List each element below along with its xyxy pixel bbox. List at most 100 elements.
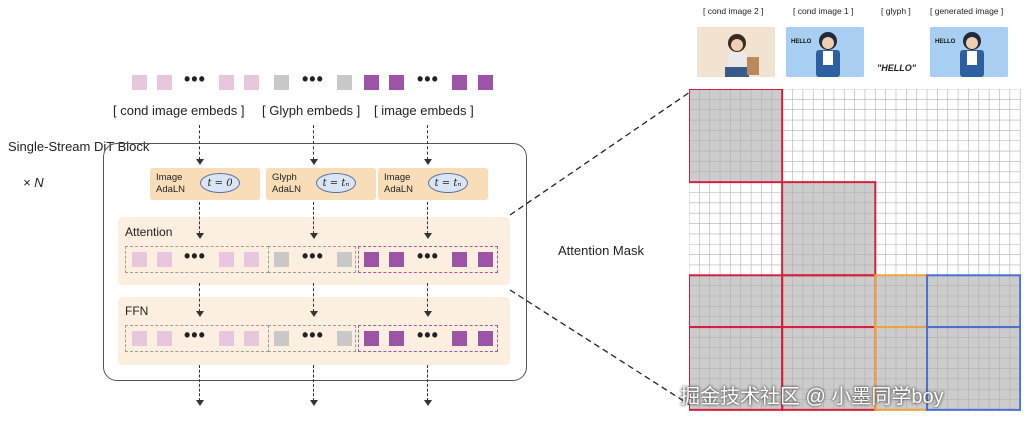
flow-arrow-line: [199, 202, 200, 234]
flow-arrowhead: [309, 159, 318, 165]
flow-arrowhead: [309, 400, 318, 406]
flow-arrow-line: [427, 125, 428, 160]
adaln-box-glyph: Glyph AdaLN t = tₙ: [266, 168, 376, 200]
token-square: [389, 252, 404, 267]
token-square: [364, 331, 379, 346]
image-embeds-label: [ image embeds ]: [374, 103, 474, 118]
token-square: [219, 252, 234, 267]
token-square: [157, 75, 172, 90]
cond-image-1-header: [ cond image 1 ]: [793, 6, 854, 16]
token-square: [452, 331, 467, 346]
hello-sign-text: HELLO: [791, 39, 812, 45]
token-square: [364, 252, 379, 267]
mask-block-outline: [926, 326, 1021, 411]
token-square: [452, 252, 467, 267]
ffn-panel: [118, 297, 510, 365]
token-square: [274, 252, 289, 267]
timestep-ellipse: t = tₙ: [316, 173, 356, 193]
adaln-box-cond: Image AdaLN t = 0: [150, 168, 260, 200]
token-square: [478, 331, 493, 346]
flow-arrowhead: [423, 400, 432, 406]
timestep-ellipse: t = 0: [200, 173, 240, 193]
flow-arrow-line: [199, 125, 200, 160]
ellipsis-dots: •••: [417, 246, 439, 266]
flow-arrowhead: [195, 400, 204, 406]
adaln-line1: Image: [156, 172, 183, 183]
hello-sign-text: HELLO: [935, 39, 956, 45]
flow-arrow-line: [427, 283, 428, 312]
flow-arrow-line: [313, 365, 314, 401]
token-square: [219, 331, 234, 346]
cond-image-1-thumbnail: HELLO: [786, 27, 864, 77]
glyph-header: [ glyph ]: [881, 6, 911, 16]
flow-arrow-line: [313, 125, 314, 160]
token-square: [219, 75, 234, 90]
token-square: [337, 331, 352, 346]
adaln-line1: Image: [384, 172, 411, 183]
token-square: [157, 252, 172, 267]
flow-arrowhead: [195, 159, 204, 165]
adaln-line2: AdaLN: [384, 184, 414, 195]
ellipsis-dots: •••: [417, 69, 439, 89]
flow-arrow-line: [199, 283, 200, 312]
token-square: [132, 75, 147, 90]
token-square: [244, 252, 259, 267]
glyph-hello-text: "HELLO": [877, 63, 917, 73]
ellipsis-dots: •••: [184, 69, 206, 89]
flow-arrow-line: [313, 283, 314, 312]
generated-image-header: [ generated image ]: [930, 6, 1004, 16]
token-group-box: [268, 325, 356, 352]
token-square: [337, 252, 352, 267]
token-square: [478, 252, 493, 267]
token-group-box: [268, 246, 356, 273]
mask-attended-region: [782, 182, 876, 276]
attention-mask-grid: [689, 89, 1021, 411]
adaln-box-image: Image AdaLN t = tₙ: [378, 168, 488, 200]
adaln-line2: AdaLN: [156, 184, 186, 195]
adaln-line2: AdaLN: [272, 184, 302, 195]
ellipsis-dots: •••: [184, 246, 206, 266]
token-square: [244, 75, 259, 90]
ellipsis-dots: •••: [302, 69, 324, 89]
ellipsis-dots: •••: [302, 246, 324, 266]
token-square: [389, 75, 404, 90]
token-square: [157, 331, 172, 346]
flow-arrowhead: [309, 233, 318, 239]
mask-attended-region: [689, 89, 783, 183]
token-square: [337, 75, 352, 90]
cond-image-2-header: [ cond image 2 ]: [703, 6, 764, 16]
cond-image-2-thumbnail: [697, 27, 775, 77]
token-square: [364, 75, 379, 90]
flow-arrow-line: [313, 202, 314, 234]
dit-block: [103, 143, 527, 381]
attention-panel: [118, 217, 510, 285]
token-square: [274, 331, 289, 346]
token-square: [132, 252, 147, 267]
token-square: [478, 75, 493, 90]
flow-arrowhead: [195, 311, 204, 317]
flow-arrow-line: [427, 365, 428, 401]
token-group-box: [358, 246, 498, 273]
flow-arrowhead: [423, 233, 432, 239]
cond-image-embeds-label: [ cond image embeds ]: [113, 103, 245, 118]
token-square: [244, 331, 259, 346]
token-square: [274, 75, 289, 90]
ellipsis-dots: •••: [417, 325, 439, 345]
repeat-count: × N: [23, 175, 44, 190]
attention-mask-label: Attention Mask: [558, 243, 644, 258]
timestep-ellipse: t = tₙ: [428, 173, 468, 193]
watermark: 掘金技术社区 @ 小墨同学boy: [680, 386, 944, 408]
ellipsis-dots: •••: [302, 325, 324, 345]
token-square: [452, 75, 467, 90]
ffn-label: FFN: [125, 304, 149, 318]
flow-arrowhead: [195, 233, 204, 239]
token-square: [132, 331, 147, 346]
token-square: [389, 331, 404, 346]
adaln-line1: Glyph: [272, 172, 297, 183]
flow-arrow-line: [427, 202, 428, 234]
flow-arrowhead: [423, 311, 432, 317]
flow-arrowhead: [309, 311, 318, 317]
flow-arrowhead: [423, 159, 432, 165]
flow-arrow-line: [199, 365, 200, 401]
